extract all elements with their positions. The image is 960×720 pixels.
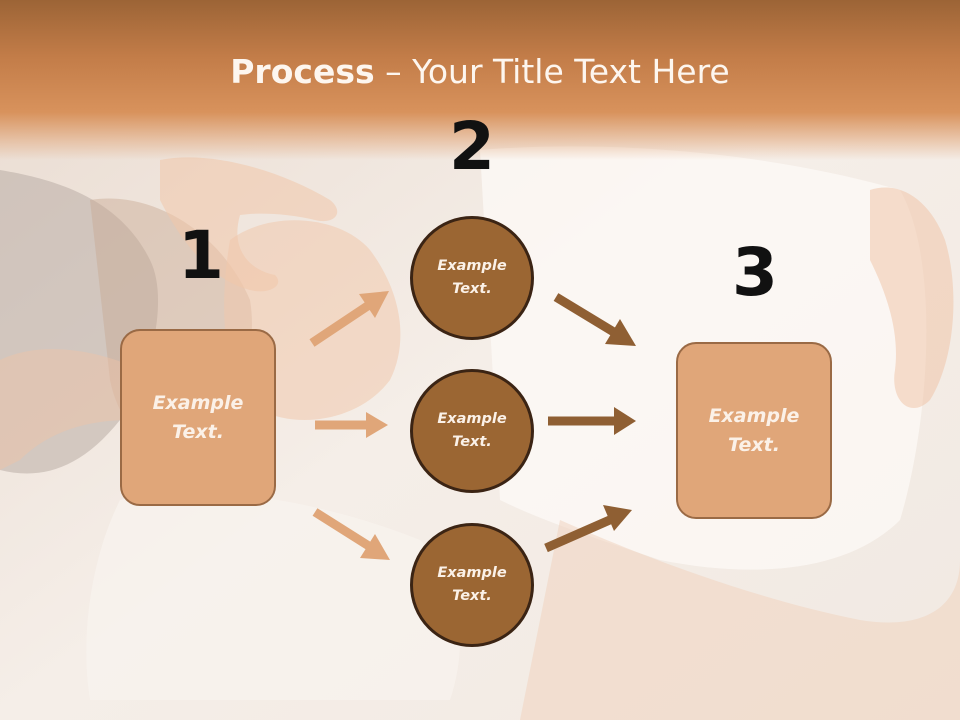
circle-step-3: Example Text. bbox=[410, 523, 534, 647]
arrow-right-middle bbox=[548, 407, 636, 435]
left-step-box: Example Text. bbox=[120, 329, 276, 506]
circle-step-1: Example Text. bbox=[410, 216, 534, 340]
circle-step-1-text: Example Text. bbox=[437, 258, 507, 297]
right-step-box-text: Example Text. bbox=[708, 404, 800, 456]
arrow-right-down bbox=[553, 293, 636, 346]
arrow-left-middle bbox=[315, 412, 388, 438]
circle-step-2: Example Text. bbox=[410, 369, 534, 493]
arrow-right-up bbox=[544, 505, 632, 553]
arrow-left-down bbox=[312, 508, 390, 560]
step-number-2: 2 bbox=[449, 108, 495, 185]
circle-step-3-text: Example Text. bbox=[437, 565, 507, 604]
step-number-1: 1 bbox=[178, 217, 224, 294]
left-step-box-text: Example Text. bbox=[152, 391, 244, 443]
arrow-left-up bbox=[309, 291, 389, 347]
title-band bbox=[0, 0, 960, 160]
right-step-box: Example Text. bbox=[676, 342, 832, 519]
title-rest: – Your Title Text Here bbox=[374, 52, 730, 91]
circle-step-2-text: Example Text. bbox=[437, 411, 507, 450]
step-number-3: 3 bbox=[732, 234, 778, 311]
slide-title: Process – Your Title Text Here bbox=[0, 52, 960, 91]
title-bold: Process bbox=[230, 52, 375, 91]
